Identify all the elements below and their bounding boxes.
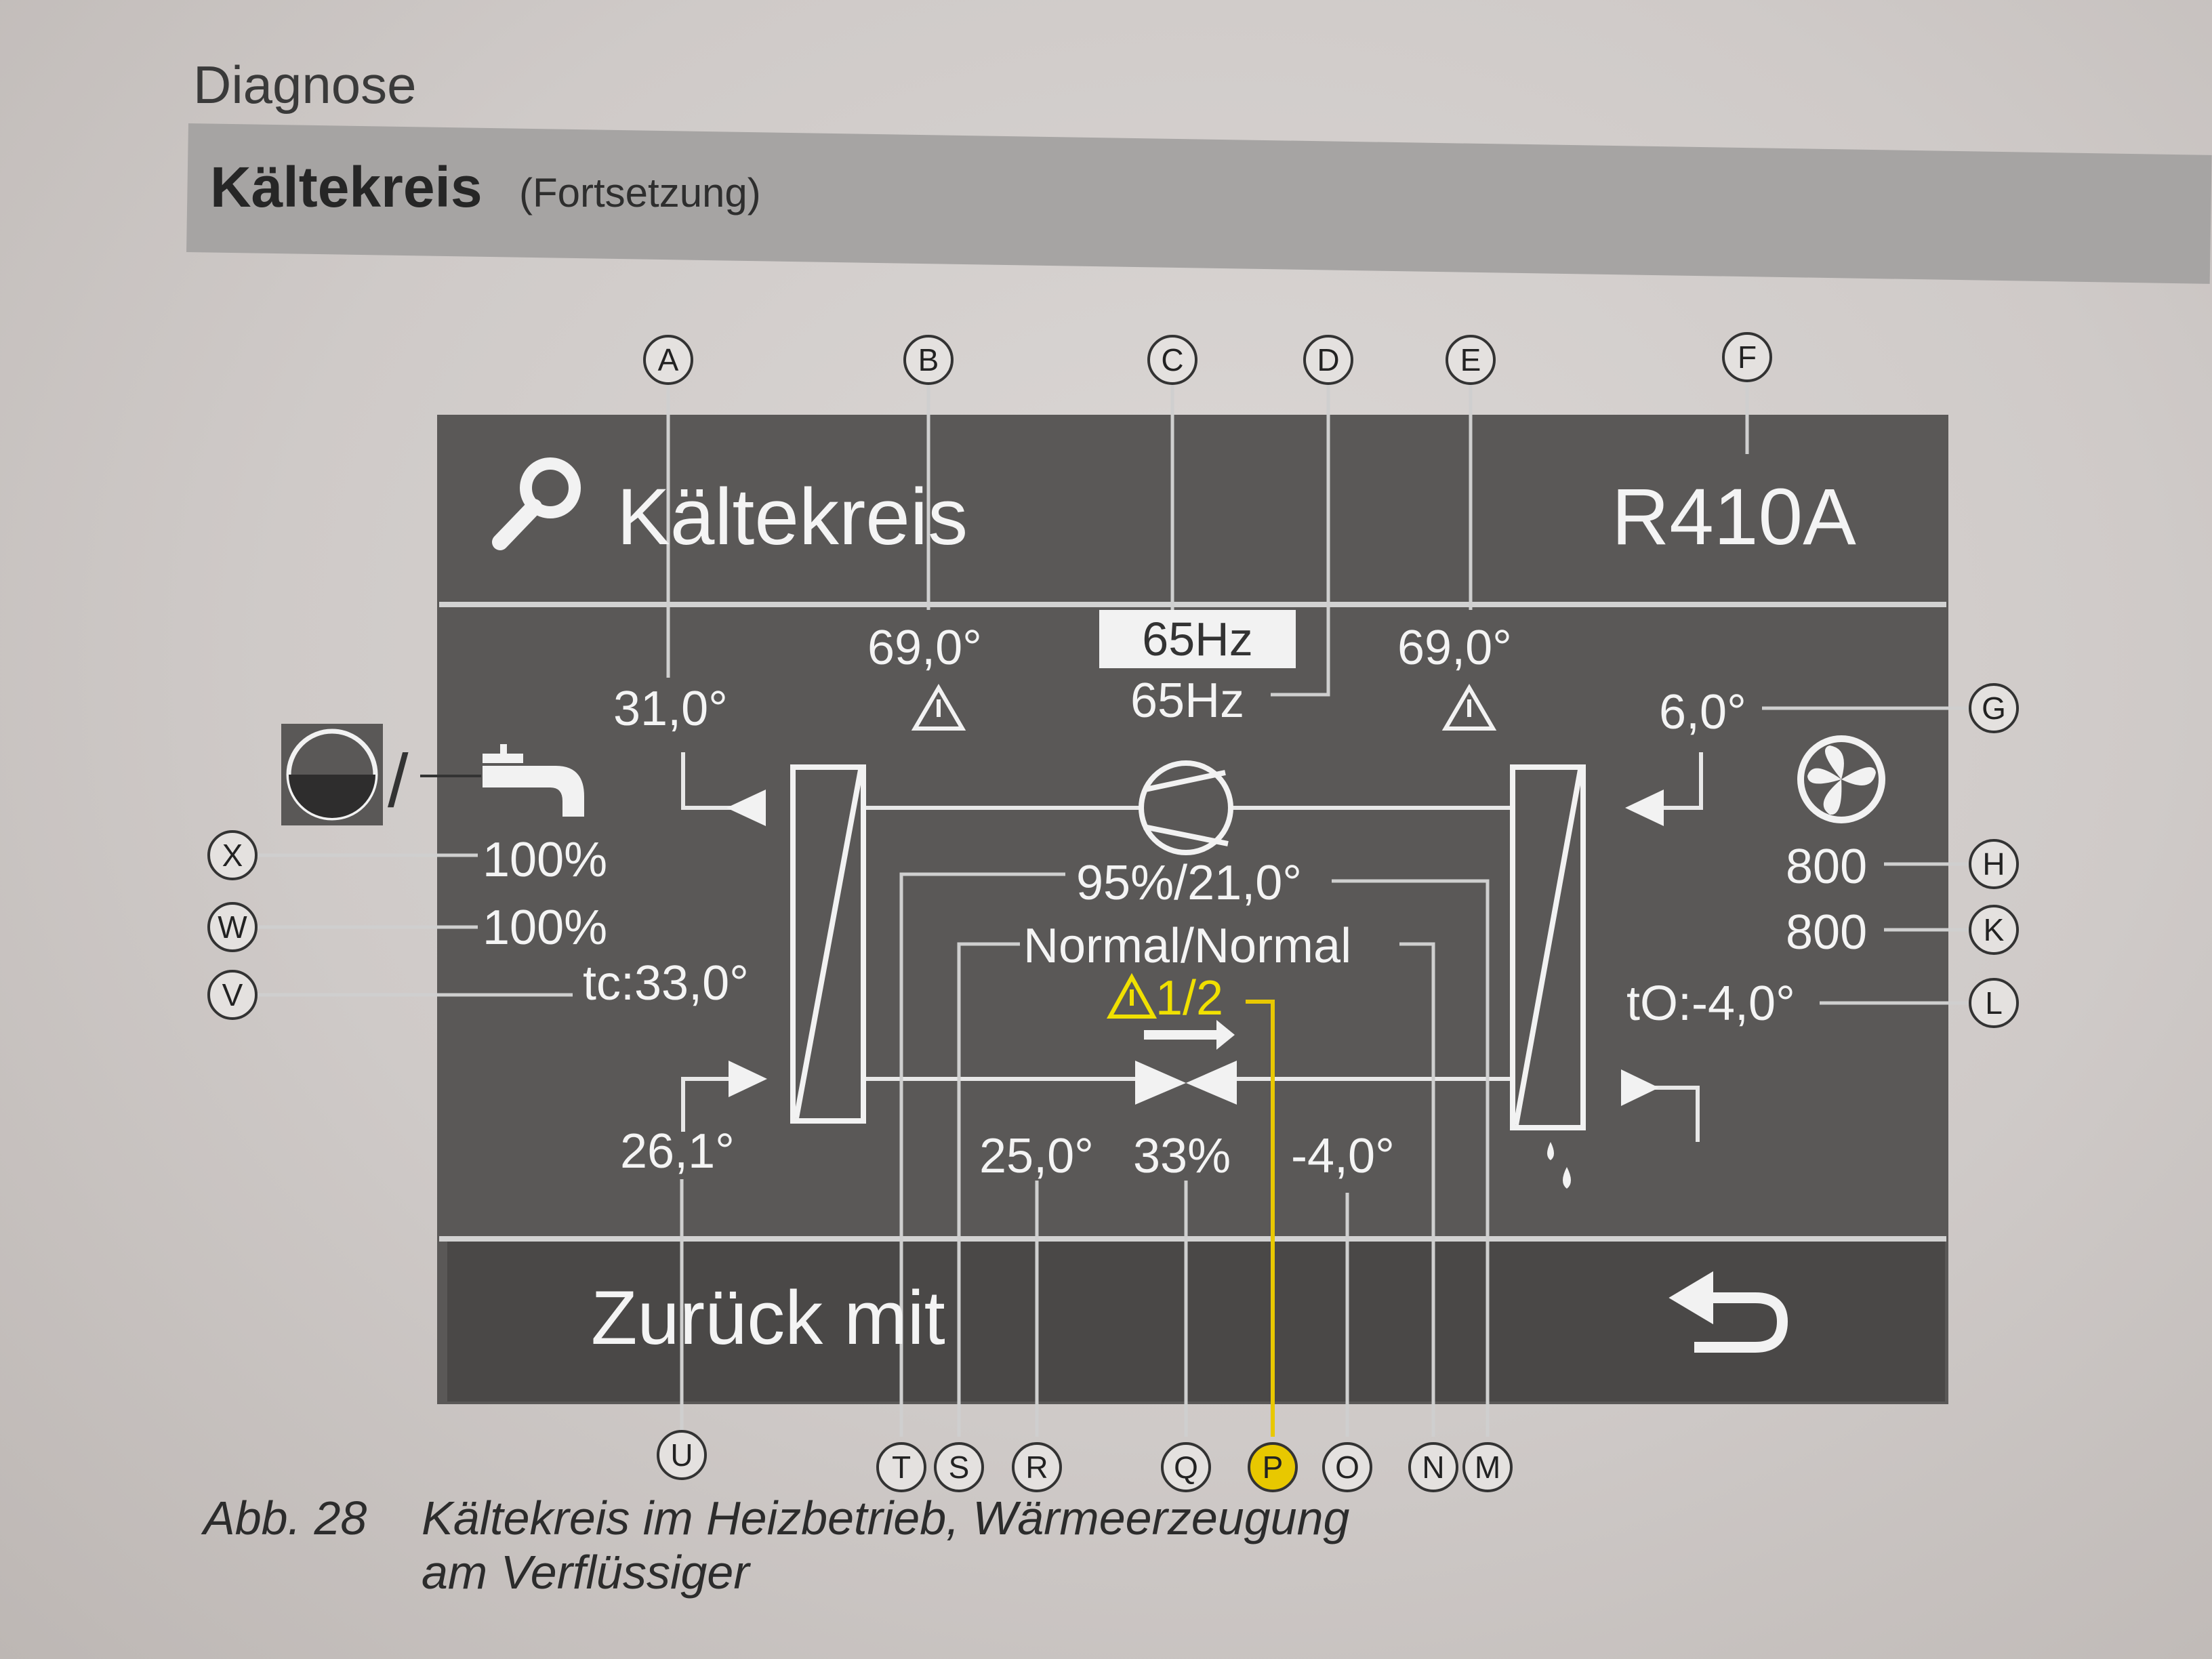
value-p: 1/2 xyxy=(1155,971,1224,1025)
condenser xyxy=(790,764,866,1124)
refrigerant-type: R410A xyxy=(1612,472,1856,562)
callout-p: P xyxy=(1248,1442,1298,1492)
value-w: 100% xyxy=(483,901,608,955)
value-m: 95%/21,0° xyxy=(1076,856,1303,910)
callout-h: H xyxy=(1969,839,2019,889)
value-g: 6,0° xyxy=(1659,685,1746,739)
value-d: 65Hz xyxy=(1130,674,1245,728)
value-r: 25,0° xyxy=(979,1129,1094,1183)
fan-icon xyxy=(1797,735,1885,823)
value-h: 800 xyxy=(1786,840,1868,894)
callout-l: L xyxy=(1969,978,2019,1028)
value-a: 31,0° xyxy=(613,682,728,736)
warning-icon xyxy=(911,684,1497,731)
callout-g: G xyxy=(1969,683,2019,733)
figure-caption-line2: am Verflüssiger xyxy=(422,1546,750,1599)
value-x: 100% xyxy=(483,833,608,887)
callout-o: O xyxy=(1322,1442,1372,1492)
callout-b: B xyxy=(903,335,954,385)
value-k: 800 xyxy=(1786,905,1868,960)
section-title: Diagnose xyxy=(193,55,417,115)
callout-v: V xyxy=(207,970,258,1020)
compressor-icon xyxy=(1139,760,1233,855)
evaporator xyxy=(1510,764,1586,1130)
callout-d: D xyxy=(1303,335,1353,385)
tap-icon xyxy=(483,744,584,817)
callout-x: X xyxy=(207,830,258,880)
figure-number: Abb. 28 xyxy=(203,1492,367,1544)
figure-caption-line1: Kältekreis im Heizbetrieb, Wärmeerzeugun… xyxy=(422,1492,1350,1544)
value-c: 65Hz xyxy=(1099,610,1296,668)
value-e: 69,0° xyxy=(1397,621,1512,675)
tank-icon xyxy=(281,724,383,825)
callout-u: U xyxy=(657,1430,707,1480)
header-divider xyxy=(439,602,1946,607)
callout-c: C xyxy=(1147,335,1197,385)
value-v: tc:33,0° xyxy=(583,956,749,1010)
back-hint: Zurück mit xyxy=(591,1275,945,1360)
callout-m: M xyxy=(1462,1442,1513,1492)
callout-leaders xyxy=(258,374,1969,1437)
value-b: 69,0° xyxy=(867,621,982,675)
callout-q: Q xyxy=(1161,1442,1211,1492)
callout-leader-p xyxy=(1246,1000,1275,1437)
expansion-valve-icon xyxy=(1135,1020,1237,1105)
banner-subtitle: (Fortsetzung) xyxy=(519,170,761,216)
banner-title: Kältekreis xyxy=(210,155,483,219)
flow-arrows xyxy=(726,790,1664,1106)
condensate-drops-icon xyxy=(1547,1142,1571,1189)
value-q: 33% xyxy=(1133,1129,1231,1183)
heat-source-separator: / xyxy=(388,739,409,823)
value-l: tO:-4,0° xyxy=(1626,977,1795,1031)
callout-f: F xyxy=(1722,332,1772,382)
callout-w: W xyxy=(207,902,258,952)
footer-divider xyxy=(439,1236,1946,1242)
callout-k: K xyxy=(1969,905,2019,955)
screen-footer-bar xyxy=(447,1242,1945,1401)
screen-title: Kältekreis xyxy=(617,472,968,562)
callout-e: E xyxy=(1446,335,1496,385)
value-o: -4,0° xyxy=(1291,1129,1395,1183)
callout-r: R xyxy=(1012,1442,1062,1492)
value-n: Normal/Normal xyxy=(1023,919,1352,973)
callout-s: S xyxy=(934,1442,984,1492)
callout-n: N xyxy=(1408,1442,1458,1492)
back-arrow-icon[interactable] xyxy=(1668,1271,1788,1353)
warning-icon xyxy=(1106,972,1158,1019)
value-u: 26,1° xyxy=(620,1124,735,1179)
search-icon xyxy=(492,457,581,550)
callout-a: A xyxy=(643,335,693,385)
callout-t: T xyxy=(876,1442,926,1492)
